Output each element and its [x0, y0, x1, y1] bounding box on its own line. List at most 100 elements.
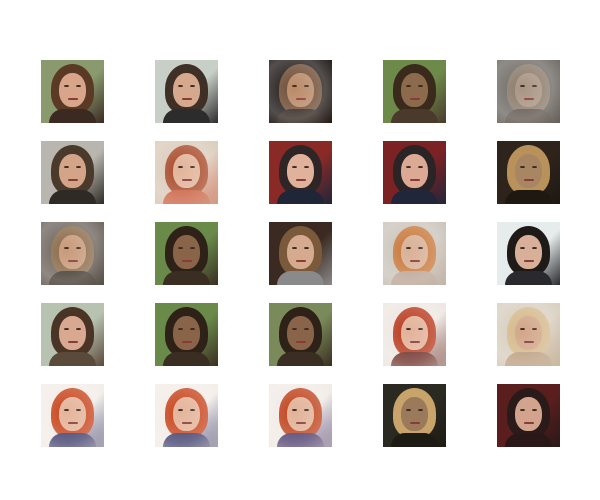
mouth [68, 341, 78, 343]
left-eye [292, 328, 297, 330]
face-thumbnail [269, 303, 332, 366]
face-region [59, 316, 86, 350]
left-eye [406, 409, 411, 411]
blur-overlay [383, 303, 446, 366]
left-eye [292, 166, 297, 168]
face-region [173, 235, 200, 269]
shoulders [277, 271, 324, 285]
shoulders [391, 109, 438, 123]
face-thumbnail [155, 222, 218, 285]
shoulders [391, 433, 438, 447]
face-thumbnail [269, 141, 332, 204]
shoulders [49, 109, 96, 123]
blur-overlay [383, 222, 446, 285]
right-eye [304, 166, 309, 168]
face-region [515, 154, 542, 188]
right-eye [304, 328, 309, 330]
mouth [410, 422, 420, 424]
face-thumbnail [269, 384, 332, 447]
mouth [410, 98, 420, 100]
face-region [401, 397, 428, 431]
right-eye [532, 166, 537, 168]
left-eye [178, 85, 183, 87]
left-eye [520, 247, 525, 249]
mouth [524, 260, 534, 262]
face-thumbnail [383, 384, 446, 447]
mouth [68, 98, 78, 100]
blur-overlay [155, 141, 218, 204]
right-eye [76, 328, 81, 330]
face-region [59, 154, 86, 188]
left-eye [178, 328, 183, 330]
shoulders [505, 271, 552, 285]
shoulders [163, 109, 210, 123]
face-thumbnail [497, 141, 560, 204]
right-eye [304, 247, 309, 249]
mouth [182, 260, 192, 262]
face-thumbnail [497, 60, 560, 123]
face-region [173, 73, 200, 107]
shoulders [277, 190, 324, 204]
face-region [515, 235, 542, 269]
left-eye [406, 166, 411, 168]
face-thumbnail [155, 303, 218, 366]
shoulders [505, 190, 552, 204]
right-eye [76, 85, 81, 87]
blur-overlay [497, 60, 560, 123]
mouth [68, 179, 78, 181]
shoulders [277, 352, 324, 366]
mouth [182, 341, 192, 343]
face-thumbnail [383, 222, 446, 285]
mouth [296, 179, 306, 181]
right-eye [532, 409, 537, 411]
face-thumbnail [41, 60, 104, 123]
face-thumbnail [41, 141, 104, 204]
face-thumbnail [497, 303, 560, 366]
face-region [287, 154, 314, 188]
face-thumbnail [383, 303, 446, 366]
face-thumbnail [41, 222, 104, 285]
face-thumbnail [155, 384, 218, 447]
left-eye [520, 409, 525, 411]
shoulders [391, 190, 438, 204]
left-eye [292, 247, 297, 249]
left-eye [64, 85, 69, 87]
face-region [401, 154, 428, 188]
face-region [173, 316, 200, 350]
face-thumbnail [269, 222, 332, 285]
blur-overlay [41, 384, 104, 447]
right-eye [532, 247, 537, 249]
face-thumbnail [383, 60, 446, 123]
face-thumbnail [41, 384, 104, 447]
blur-overlay [269, 384, 332, 447]
shoulders [49, 190, 96, 204]
face-thumbnail [269, 60, 332, 123]
face-region [59, 73, 86, 107]
face-region [401, 73, 428, 107]
mouth [296, 260, 306, 262]
face-thumbnail [383, 141, 446, 204]
right-eye [418, 166, 423, 168]
right-eye [190, 85, 195, 87]
mouth [410, 179, 420, 181]
shoulders [49, 352, 96, 366]
face-thumbnail [155, 141, 218, 204]
right-eye [190, 328, 195, 330]
mouth [182, 98, 192, 100]
left-eye [406, 85, 411, 87]
mouth [524, 179, 534, 181]
face-region [287, 235, 314, 269]
face-region [287, 316, 314, 350]
right-eye [190, 247, 195, 249]
blur-overlay [497, 303, 560, 366]
right-eye [418, 409, 423, 411]
shoulders [163, 352, 210, 366]
blur-overlay [269, 60, 332, 123]
blur-overlay [155, 384, 218, 447]
left-eye [64, 328, 69, 330]
face-thumbnail [497, 384, 560, 447]
face-thumbnail [155, 60, 218, 123]
left-eye [520, 166, 525, 168]
mouth [524, 422, 534, 424]
